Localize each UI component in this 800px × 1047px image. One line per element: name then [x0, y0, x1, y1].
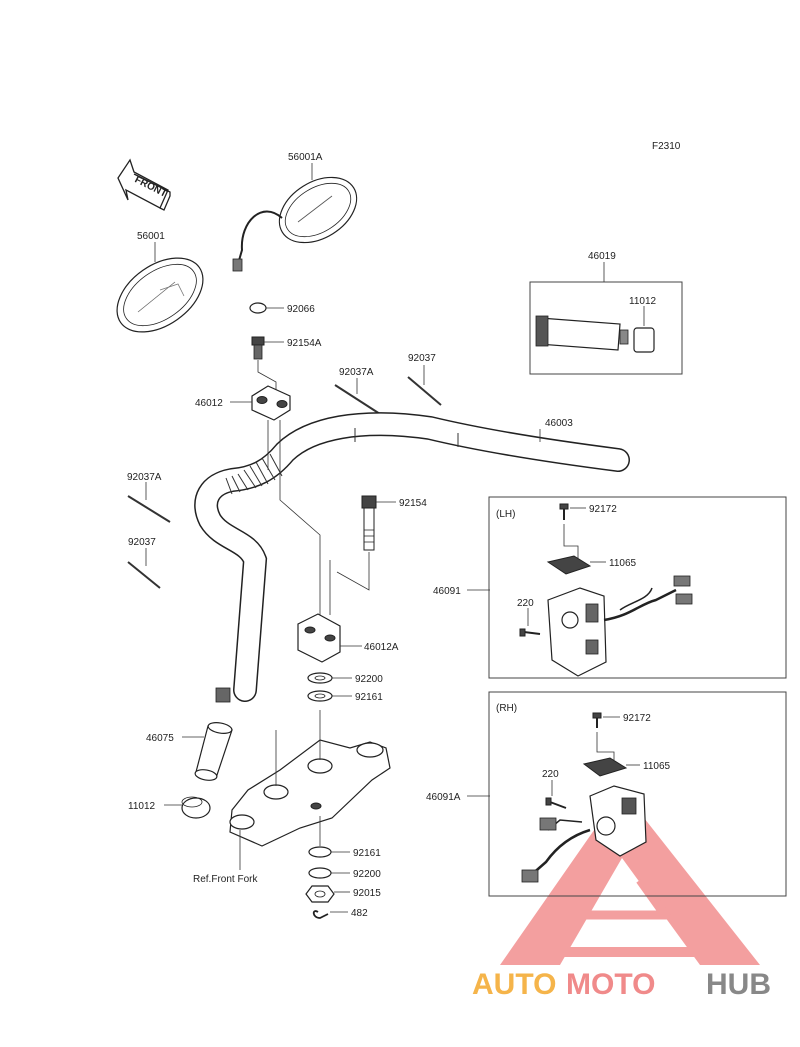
label-bolt-long: 92154	[399, 498, 427, 509]
lh-switch-housing	[547, 575, 693, 677]
label-grip-end: 11012	[128, 801, 156, 812]
label-mirror-left: 56001	[137, 231, 165, 242]
washer-a	[307, 672, 333, 684]
label-nut: 92015	[353, 888, 381, 899]
watermark-text: AUTO MOTO HUB	[472, 968, 771, 1001]
washer-d	[308, 867, 332, 879]
lh-screw-220	[519, 628, 541, 637]
grip-set-box	[529, 281, 683, 375]
holder-upper	[251, 385, 291, 421]
rh-screw-220	[545, 797, 567, 809]
grip-left	[194, 722, 233, 781]
label-box-grip-end: 11012	[629, 296, 657, 307]
label-handlebar: 46003	[545, 418, 573, 429]
label-band-top: 92037	[408, 353, 436, 364]
band-left	[127, 561, 161, 589]
grip-end-left	[181, 796, 211, 819]
washer-c	[308, 846, 332, 858]
label-cap: 92066	[287, 304, 315, 315]
watermark-moto: MOTO	[566, 968, 655, 1001]
label-washer-b: 92161	[355, 692, 383, 703]
triple-clamp	[229, 739, 391, 847]
label-washer-a: 92200	[355, 674, 383, 685]
watermark-auto: AUTO	[472, 968, 556, 1001]
label-ref-fork: Ref.Front Fork	[193, 874, 258, 885]
label-rh-switch: 46091A	[426, 792, 461, 803]
label-clip: 482	[351, 908, 368, 919]
label-washer-d: 92200	[353, 869, 381, 880]
band-top	[407, 376, 442, 406]
holder-lower	[297, 613, 341, 663]
label-rh-screw: 92172	[623, 713, 651, 724]
nut-part	[305, 885, 335, 903]
lh-switch-box	[488, 496, 787, 679]
label-rh-plate: 11065	[643, 761, 671, 772]
mirror-right	[232, 176, 358, 272]
bolt-long	[361, 495, 377, 551]
label-mirror-right: 56001A	[288, 152, 323, 163]
label-lh-switch: 46091	[433, 586, 461, 597]
label-holder-lower: 46012A	[364, 642, 399, 653]
front-arrow-icon: FRONT	[117, 158, 171, 211]
washer-b	[307, 690, 333, 702]
cap-part	[249, 302, 267, 314]
rh-switch-housing	[521, 785, 647, 883]
label-lh-screw2: 220	[517, 598, 534, 609]
rh-switch-box	[488, 691, 787, 897]
label-band-left: 92037	[128, 537, 156, 548]
band-a-top	[334, 384, 381, 415]
handlebar	[194, 412, 630, 703]
label-lh-plate: 11065	[609, 558, 637, 569]
label-grip-set: 46019	[588, 251, 616, 262]
grip-in-box	[535, 315, 629, 351]
rh-box-tag: (RH)	[496, 703, 517, 714]
label-band-a-left: 92037A	[127, 472, 162, 483]
label-washer-c: 92161	[353, 848, 381, 859]
mirror-left	[116, 257, 204, 333]
label-rh-screw2: 220	[542, 769, 559, 780]
lh-box-tag: (LH)	[496, 509, 515, 520]
band-a-left	[127, 495, 171, 523]
label-holder-upper: 46012	[195, 398, 223, 409]
watermark-hub: HUB	[706, 968, 771, 1001]
rh-screw	[592, 712, 602, 728]
lh-screw	[559, 503, 569, 520]
label-bolt-small: 92154A	[287, 338, 322, 349]
grip-end-in-box	[633, 327, 655, 353]
watermark-logo	[500, 790, 760, 965]
label-lh-screw: 92172	[589, 504, 617, 515]
clip-part	[312, 910, 329, 919]
label-band-a-top: 92037A	[339, 367, 374, 378]
rh-plate	[582, 757, 628, 777]
bolt-small	[251, 336, 265, 360]
label-grip: 46075	[146, 733, 174, 744]
figure-code: F2310	[652, 141, 681, 152]
lh-plate	[546, 555, 592, 575]
